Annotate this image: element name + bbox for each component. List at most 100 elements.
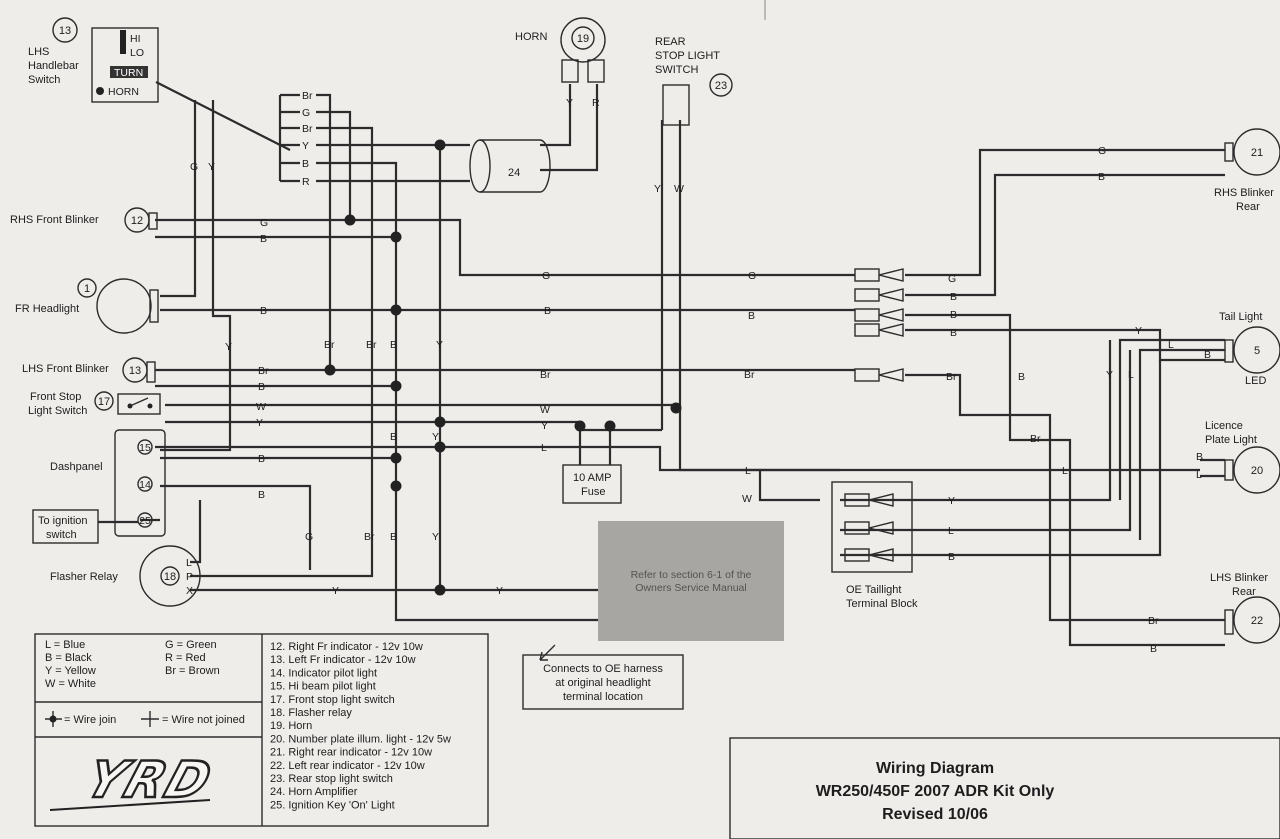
- svg-text:W: W: [674, 183, 684, 195]
- svg-text:Y: Y: [496, 585, 503, 597]
- svg-text:Y: Y: [332, 585, 339, 597]
- svg-text:HORN: HORN: [515, 31, 547, 43]
- manual-reference-box: Refer to section 6-1 of the Owners Servi…: [598, 521, 784, 641]
- rhs-blinker-rear: 21 RHS Blinker Rear: [1214, 128, 1280, 213]
- licence-plate-light: Licence Plate Light 20: [1205, 420, 1280, 494]
- svg-text:To ignition: To ignition: [38, 515, 88, 527]
- svg-text:B: B: [1150, 643, 1157, 655]
- svg-text:B: B: [258, 489, 265, 501]
- svg-text:Plate Light: Plate Light: [1205, 434, 1257, 446]
- parts-list-item: 15. Hi beam pilot light: [270, 681, 376, 693]
- svg-text:Br: Br: [324, 339, 335, 351]
- legend: L = Blue B = Black Y = Yellow W = White …: [34, 633, 489, 827]
- svg-text:R: R: [302, 176, 310, 188]
- svg-text:B: B: [544, 305, 551, 317]
- svg-text:25: 25: [139, 515, 151, 527]
- svg-text:22: 22: [1251, 615, 1263, 627]
- svg-text:L: L: [186, 557, 192, 569]
- svg-text:Y: Y: [256, 417, 263, 429]
- svg-text:L: L: [1062, 465, 1068, 477]
- svg-text:Dashpanel: Dashpanel: [50, 461, 103, 473]
- svg-text:21: 21: [1251, 147, 1263, 159]
- svg-text:TURN: TURN: [114, 67, 143, 79]
- yrd-logo: YRD: [49, 750, 221, 811]
- oe-taillight-terminal-block: OE Taillight Terminal Block Y L B: [831, 481, 955, 610]
- svg-text:Br: Br: [364, 531, 375, 543]
- svg-text:12: 12: [131, 215, 143, 227]
- svg-text:20: 20: [1251, 465, 1263, 477]
- svg-text:13: 13: [129, 365, 141, 377]
- svg-text:Br: Br: [302, 90, 313, 102]
- svg-text:L: L: [541, 442, 547, 454]
- svg-text:LO: LO: [130, 47, 144, 59]
- svg-text:Switch: Switch: [28, 74, 60, 86]
- svg-text:B: B: [260, 233, 267, 245]
- svg-text:LHS Blinker: LHS Blinker: [1210, 572, 1268, 584]
- svg-text:Y = Yellow: Y = Yellow: [45, 665, 96, 677]
- svg-text:W: W: [256, 401, 266, 413]
- svg-text:B: B: [258, 453, 265, 465]
- svg-text:G: G: [302, 107, 310, 119]
- svg-text:STOP LIGHT: STOP LIGHT: [655, 50, 720, 62]
- svg-text:Y: Y: [948, 495, 955, 507]
- svg-text:Tail Light: Tail Light: [1219, 311, 1262, 323]
- fr-headlight: 1 FR Headlight B: [15, 278, 267, 334]
- svg-text:G: G: [1098, 145, 1106, 157]
- svg-text:B: B: [748, 310, 755, 322]
- svg-text:HORN: HORN: [108, 86, 139, 98]
- svg-text:at original headlight: at original headlight: [555, 677, 650, 689]
- svg-text:Y: Y: [1135, 325, 1142, 337]
- parts-list-item: 23. Rear stop light switch: [270, 773, 393, 785]
- svg-text:G: G: [542, 270, 550, 282]
- svg-text:FR Headlight: FR Headlight: [15, 303, 79, 315]
- svg-text:LED: LED: [1245, 375, 1266, 387]
- wire-not-joined-symbol: [141, 711, 159, 727]
- svg-text:B: B: [260, 305, 267, 317]
- svg-text:23: 23: [715, 80, 727, 92]
- svg-text:= Wire not joined: = Wire not joined: [162, 714, 245, 726]
- parts-list-item: 24. Horn Amplifier: [270, 786, 358, 798]
- svg-text:Revised 10/06: Revised 10/06: [882, 806, 988, 823]
- svg-text:B: B: [390, 339, 397, 351]
- svg-text:B: B: [390, 531, 397, 543]
- svg-text:L = Blue: L = Blue: [45, 639, 85, 651]
- rear-stop-light-switch: REAR STOP LIGHT SWITCH 23 Y W: [654, 36, 733, 195]
- svg-text:Br: Br: [540, 369, 551, 381]
- svg-text:HI: HI: [130, 33, 141, 45]
- svg-text:G: G: [948, 273, 956, 285]
- svg-text:SWITCH: SWITCH: [655, 64, 698, 76]
- title-block: Wiring Diagram WR250/450F 2007 ADR Kit O…: [729, 737, 1280, 839]
- svg-text:1: 1: [84, 283, 90, 295]
- svg-text:Y: Y: [1106, 369, 1113, 381]
- svg-text:L: L: [1168, 339, 1174, 351]
- svg-text:B: B: [258, 381, 265, 393]
- svg-text:G: G: [190, 161, 198, 173]
- svg-text:Br: Br: [1148, 615, 1159, 627]
- svg-text:13: 13: [59, 25, 71, 37]
- front-stop-light-switch: Front Stop Light Switch 17 W Y: [28, 391, 266, 429]
- svg-text:B: B: [1098, 171, 1105, 183]
- svg-text:Y: Y: [432, 531, 439, 543]
- svg-text:19: 19: [577, 33, 589, 45]
- svg-text:B = Black: B = Black: [45, 652, 92, 664]
- lhs-blinker-rear: LHS Blinker Rear 22: [1210, 572, 1280, 644]
- svg-text:Y: Y: [541, 420, 548, 432]
- lhs-handlebar-switch: 13 LHS Handlebar Switch HI LO TURN HORN: [28, 17, 159, 103]
- svg-text:B: B: [1018, 371, 1025, 383]
- svg-text:Terminal Block: Terminal Block: [846, 598, 918, 610]
- svg-text:15: 15: [139, 442, 151, 454]
- svg-text:W: W: [540, 404, 550, 416]
- svg-text:G = Green: G = Green: [165, 639, 217, 651]
- svg-text:R = Red: R = Red: [165, 652, 206, 664]
- svg-text:B: B: [390, 431, 397, 443]
- tail-light: Tail Light 5 LED: [1219, 311, 1280, 387]
- mid-wire-tags: G G B B Br Br W Y L L W: [540, 270, 756, 505]
- svg-text:L: L: [745, 465, 751, 477]
- svg-text:Br: Br: [946, 371, 957, 383]
- svg-text:B: B: [950, 291, 957, 303]
- parts-list-item: 12. Right Fr indicator - 12v 10w: [270, 641, 423, 653]
- svg-text:Owners Service Manual: Owners Service Manual: [635, 582, 746, 594]
- wire-join-symbol: [45, 711, 62, 727]
- svg-text:L: L: [1196, 469, 1202, 481]
- right-wire-tags: G B B Br Y L B Y L L B L Br B: [1018, 145, 1211, 655]
